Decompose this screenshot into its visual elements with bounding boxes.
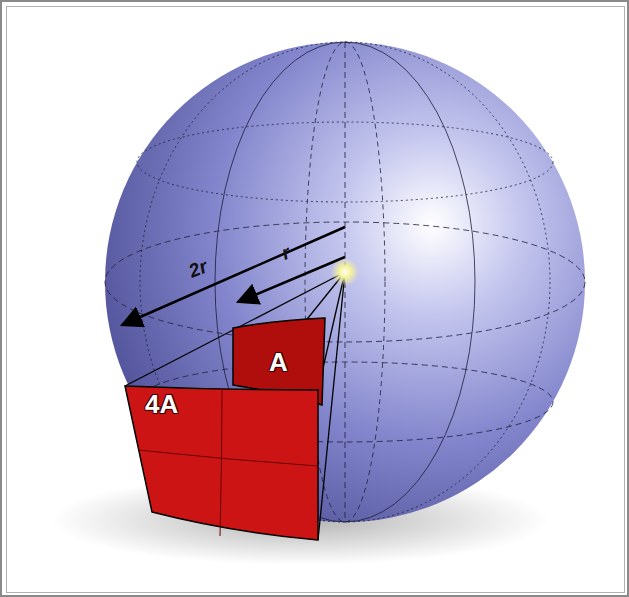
distance-arrow [238, 257, 345, 302]
area-label: A [269, 349, 288, 375]
light-source [331, 258, 359, 286]
projection-lines [125, 272, 345, 540]
distance-arrow [122, 227, 345, 325]
light-patch: 4A [120, 382, 322, 544]
area-label: 4A [145, 391, 178, 417]
